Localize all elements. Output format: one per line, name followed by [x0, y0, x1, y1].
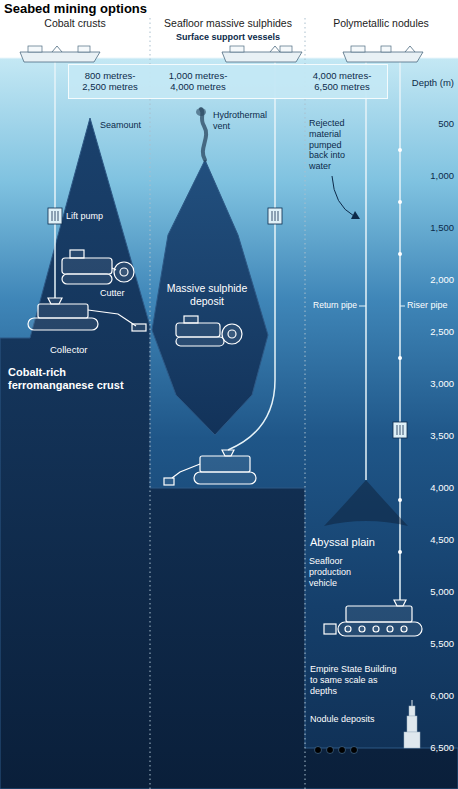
- discharge-plume: [324, 480, 408, 526]
- depth-tick: 4,000: [418, 482, 454, 493]
- production-vehicle: [324, 600, 422, 636]
- part-label: Return pipe: [309, 300, 357, 310]
- part-label: Cutter: [100, 288, 134, 299]
- depth-tick: 2,500: [418, 326, 454, 337]
- part-label: Seafloor production vehicle: [309, 556, 359, 588]
- depth-tick: 1,500: [418, 222, 454, 233]
- column-heading: Polymetallic nodules: [307, 17, 455, 30]
- column-divider: [305, 18, 306, 789]
- part-label: Lift pump: [66, 211, 114, 222]
- depth-range: 800 metres-2,500 metres: [73, 70, 147, 93]
- axis-title: Depth (m): [406, 77, 454, 88]
- vessel-label: Surface support vessels: [153, 32, 303, 43]
- scale-note: Empire State Building to same scale as d…: [310, 664, 404, 696]
- lift-pumps: [48, 208, 407, 438]
- depth-tick: 5,500: [418, 638, 454, 649]
- note: Rejected material pumped back into water: [309, 118, 359, 172]
- column-heading: Cobalt crusts: [5, 17, 145, 30]
- depth-range: 4,000 metres-6,500 metres: [305, 70, 379, 93]
- title: Seabed mining options: [4, 1, 304, 17]
- nodules: [315, 747, 358, 754]
- surface-vessel: [20, 46, 100, 62]
- empire-state-building: [404, 700, 420, 748]
- column-heading: Seafloor massive sulphides: [153, 17, 303, 30]
- region-label: Abyssal plain: [310, 536, 400, 549]
- part-label: Riser pipe: [407, 300, 453, 311]
- depth-tick: 500: [418, 118, 454, 129]
- depth-tick: 6,500: [418, 742, 454, 753]
- part-label: Hydrothermal vent: [213, 110, 271, 132]
- depth-range-box: 800 metres-2,500 metres 1,000 metres-4,00…: [68, 64, 388, 99]
- depth-tick: 1,000: [418, 170, 454, 181]
- depth-tick: 4,500: [418, 534, 454, 545]
- part-label: Collector: [50, 344, 110, 355]
- deposit-label: Nodule deposits: [310, 714, 395, 725]
- depth-tick: 2,000: [418, 274, 454, 285]
- part-label: Seamount: [100, 120, 146, 131]
- collector-vehicle: [164, 450, 256, 485]
- depth-tick: 6,000: [418, 690, 454, 701]
- deposit-label: Cobalt-rich ferromanganese crust: [8, 366, 146, 392]
- surface-vessel: [222, 46, 302, 62]
- cutter-vehicle: [62, 250, 134, 284]
- hydrothermal-plume: [196, 108, 206, 160]
- surface-vessel: [343, 46, 423, 62]
- depth-tick: 5,000: [418, 586, 454, 597]
- collector-vehicle: [28, 298, 146, 331]
- sea: [0, 58, 458, 789]
- column-divider: [150, 18, 151, 789]
- sulphide-mound: [152, 160, 268, 435]
- depth-tick: 3,500: [418, 430, 454, 441]
- seabed: [0, 118, 458, 789]
- riser-dots: [398, 148, 402, 554]
- cutter-vehicle: [176, 316, 242, 346]
- depth-tick: 3,000: [418, 378, 454, 389]
- deposit-label: Massive sulphide deposit: [159, 282, 255, 307]
- depth-range: 1,000 metres-4,000 metres: [161, 70, 235, 93]
- rejected-arrow: [332, 176, 360, 219]
